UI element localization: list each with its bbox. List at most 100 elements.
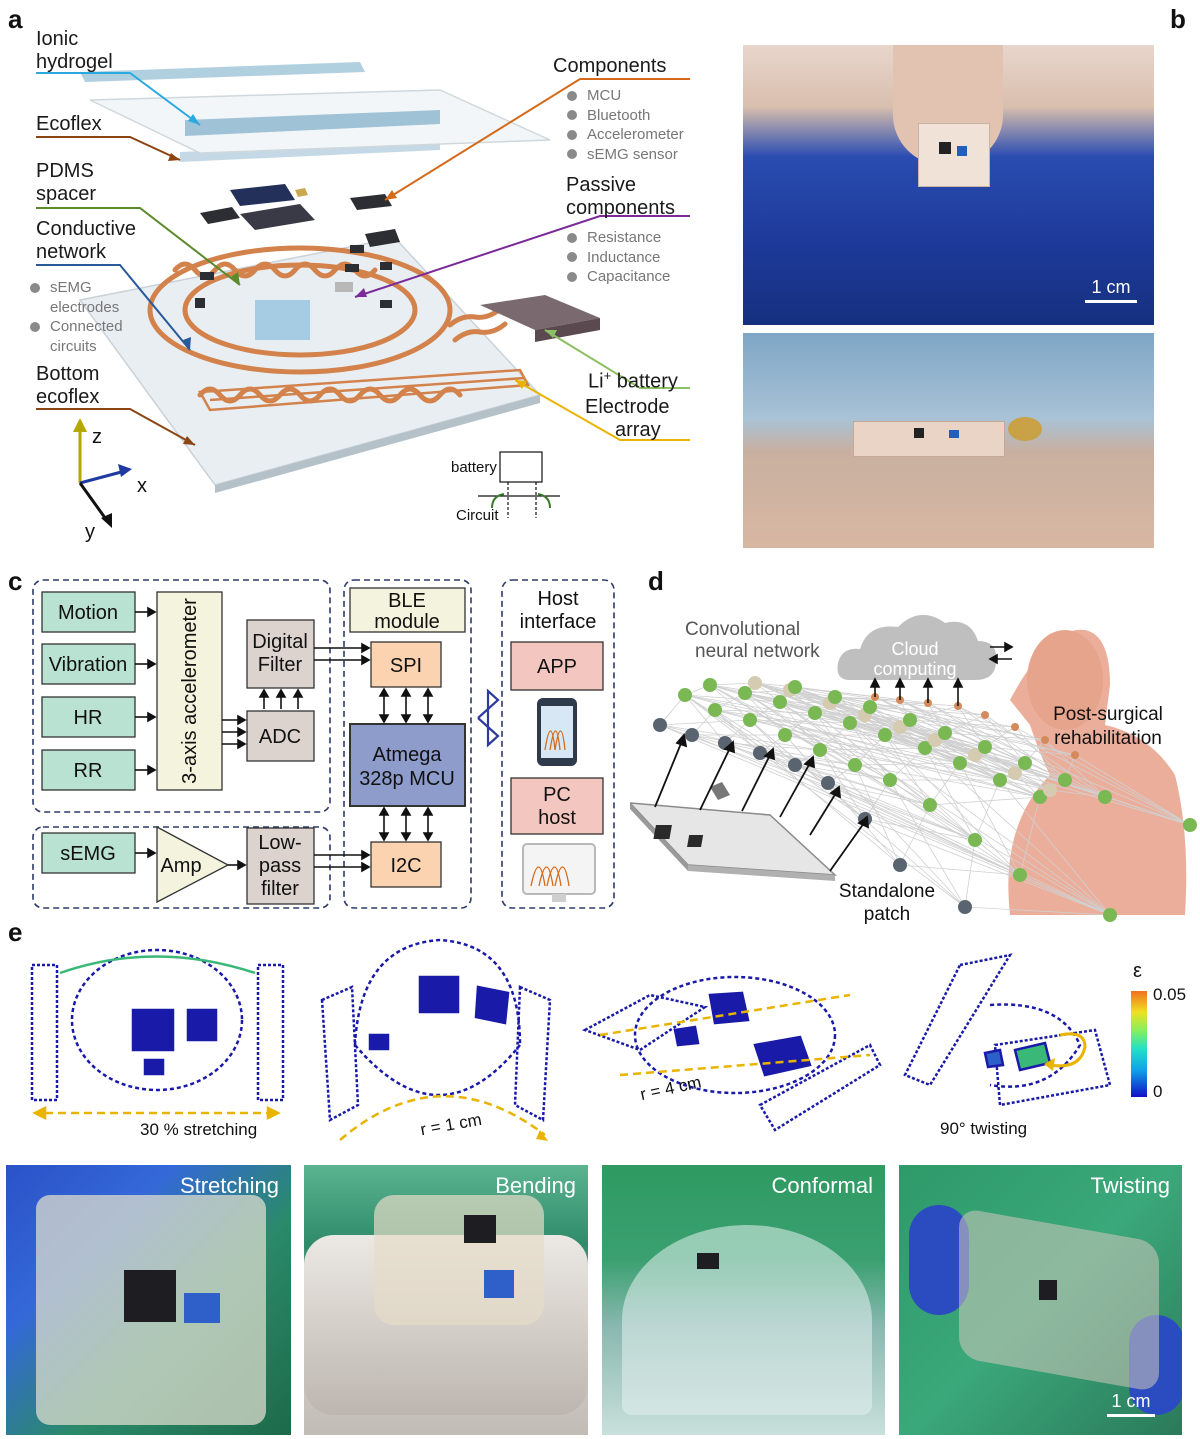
vibration-box (41, 643, 136, 685)
network-edge (924, 747, 1051, 791)
network-node (1011, 723, 1019, 731)
network-node (953, 756, 967, 770)
passive-list: Resistance Inductance Capacitance (567, 228, 670, 287)
battery-leader (544, 329, 690, 389)
accelerometer-label: 3-axis accelerometer (179, 598, 201, 784)
motion-box (41, 591, 136, 633)
network-node (778, 728, 792, 742)
network-node (1071, 751, 1079, 759)
inset-circuit-label: Circuit (456, 507, 499, 524)
exploded-view-illustration: z x y battery Circuit (36, 62, 690, 543)
network-node (878, 728, 892, 742)
upward-arrows (869, 677, 964, 706)
strain-simulations: 30 % stretching r = 1 cm r = 4 cm 90° tw… (30, 938, 1186, 1141)
network-node (848, 758, 862, 772)
ble-line2: module (374, 611, 440, 633)
network-node (678, 688, 692, 702)
network-node (893, 858, 907, 872)
network-edge (779, 701, 976, 841)
network-node (773, 695, 787, 709)
network-node (748, 676, 762, 690)
network-edge (819, 749, 866, 820)
stretch-arrow (32, 1105, 281, 1121)
colorbar-max: 0.05 (1153, 985, 1186, 1004)
network-edge (957, 705, 1191, 826)
network-node (743, 713, 757, 727)
network-edge (779, 701, 1111, 916)
hydrogel-leader (36, 72, 201, 126)
digital-filter-box (246, 619, 315, 689)
lowpass-line1: Low- (258, 832, 301, 854)
twist-arrow (1049, 1032, 1087, 1068)
photo-conformal: Conformal (602, 1165, 885, 1435)
conformal-arrows (599, 993, 871, 1077)
network-edge (964, 839, 976, 908)
network-edge (814, 712, 1021, 876)
patch-line2: patch (864, 904, 910, 925)
network-edge (854, 764, 901, 866)
standalone-patch (630, 782, 838, 881)
network-edge (999, 779, 1051, 791)
photo-twisting: Twisting 1 cm (899, 1165, 1182, 1435)
pc-host-line2: host (538, 807, 576, 829)
patch-line1: Standalone (839, 881, 935, 902)
network-edge (1019, 796, 1041, 876)
network-edge (864, 818, 1111, 916)
network-node (928, 733, 942, 747)
network-node (685, 728, 699, 742)
pc-host-line1: PC (543, 784, 571, 806)
small-components (195, 245, 392, 308)
axis-y-label: y (85, 521, 95, 543)
accelerometer-box (156, 591, 223, 791)
electrode-leader (514, 379, 690, 441)
network-node (653, 718, 667, 732)
amp-triangle (156, 825, 230, 904)
colorbar-symbol: ε (1133, 960, 1142, 982)
network-node (1018, 756, 1032, 770)
network-edge (974, 754, 1106, 798)
cnn-line2: neural network (695, 641, 820, 662)
sim-label-stretching: 30 % stretching (140, 1120, 257, 1139)
network-edge (957, 705, 1066, 781)
arm-photo (743, 333, 1154, 548)
network-node (808, 706, 822, 720)
sensor-rr: RR (74, 760, 103, 782)
axis-x-label: x (137, 475, 147, 497)
battery-block (480, 295, 600, 330)
network-edge (827, 782, 1021, 876)
network-edge (794, 686, 929, 704)
sim-twisting (903, 953, 1112, 1107)
network-edge (684, 694, 966, 908)
network-edge (749, 719, 796, 766)
network-node (1043, 783, 1057, 797)
components-leader (384, 78, 690, 201)
bullet-icon (567, 232, 577, 243)
floating-components (200, 184, 400, 247)
network-edge (659, 724, 821, 751)
photo-label-conformal: Conformal (771, 1173, 873, 1198)
bullet-icon (30, 282, 40, 293)
network-edge (899, 864, 1021, 876)
cloud-line2: computing (873, 659, 956, 679)
lowpass-line2: pass (259, 855, 301, 877)
colorbar-min: 0 (1153, 1082, 1162, 1101)
leader-arrowheads (168, 114, 557, 445)
network-edge (684, 694, 726, 744)
photo-stretching: Stretching (6, 1165, 291, 1435)
network-node (1058, 773, 1072, 787)
panel-letter-e: e (8, 917, 23, 947)
amp-label: Amp (160, 855, 201, 877)
network-edge (984, 714, 1106, 798)
bidirectional-arrows (378, 687, 434, 842)
bullet-icon (567, 110, 577, 121)
i2c-label: I2C (390, 855, 421, 877)
bottom-ecoflex-leader (36, 408, 196, 446)
bend-arc (339, 1095, 546, 1141)
network-node (738, 686, 752, 700)
sim-bending (320, 938, 552, 1123)
digital-filter-line1: Digital (252, 631, 308, 653)
ionic-hydrogel-layer (80, 62, 365, 82)
network-edge (999, 779, 1111, 916)
